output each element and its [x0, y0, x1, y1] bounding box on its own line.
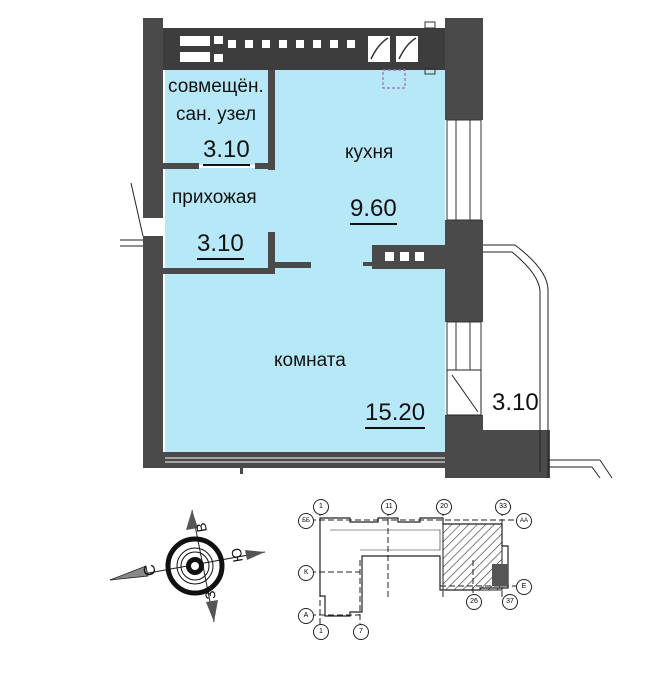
living-room-name: комната: [274, 350, 346, 371]
living-room-area: 15.20: [365, 400, 426, 429]
balcony-area: 3.10: [492, 389, 539, 416]
kitchen-name: кухня: [345, 142, 394, 163]
right-wall-upper: [445, 18, 483, 120]
balcony: [483, 244, 613, 479]
hall-wall: [268, 232, 275, 274]
right-wall-mid: [445, 220, 483, 322]
kitchen-area: 9.60: [350, 196, 397, 225]
bathroom-name-line2: сан. узел: [176, 104, 257, 125]
balcony-door: [446, 369, 482, 416]
bath-bottom-right: [255, 163, 275, 169]
top-vent-block: [163, 21, 445, 75]
hall-bottom: [163, 268, 275, 274]
partitions: [163, 70, 445, 274]
compass-east: В: [193, 521, 210, 533]
bathroom-area: 3.10: [203, 137, 250, 166]
vent-marker: [382, 69, 406, 89]
compass-north: С: [141, 563, 160, 577]
left-wall-upper: [143, 18, 163, 218]
kitchen-floor: [275, 70, 445, 270]
room-fills: [165, 70, 445, 452]
hallway-name: прихожая: [172, 187, 257, 208]
key-plan-apartment: [492, 564, 508, 586]
compass-south: Ю: [228, 547, 246, 564]
left-wall-lower: [143, 236, 163, 468]
kitchen-vent: [363, 252, 424, 266]
compass-west: З: [202, 590, 219, 601]
bath-bottom-left: [163, 163, 199, 169]
balcony-corner: [445, 430, 550, 478]
walls: [143, 18, 550, 478]
bath-kitchen-wall: [268, 70, 275, 170]
hallway-area: 3.10: [197, 231, 244, 260]
compass: [109, 509, 266, 623]
bottom-wall: [143, 452, 448, 468]
living-room-floor: [165, 270, 445, 452]
windows: [446, 119, 482, 371]
hall-stub: [275, 262, 311, 268]
entry-door: [120, 182, 144, 247]
bathroom-floor: [165, 70, 270, 165]
bottom-window: [165, 457, 445, 463]
hallway-floor: [165, 168, 275, 270]
bathroom-name-line1: совмещён.: [168, 76, 264, 97]
